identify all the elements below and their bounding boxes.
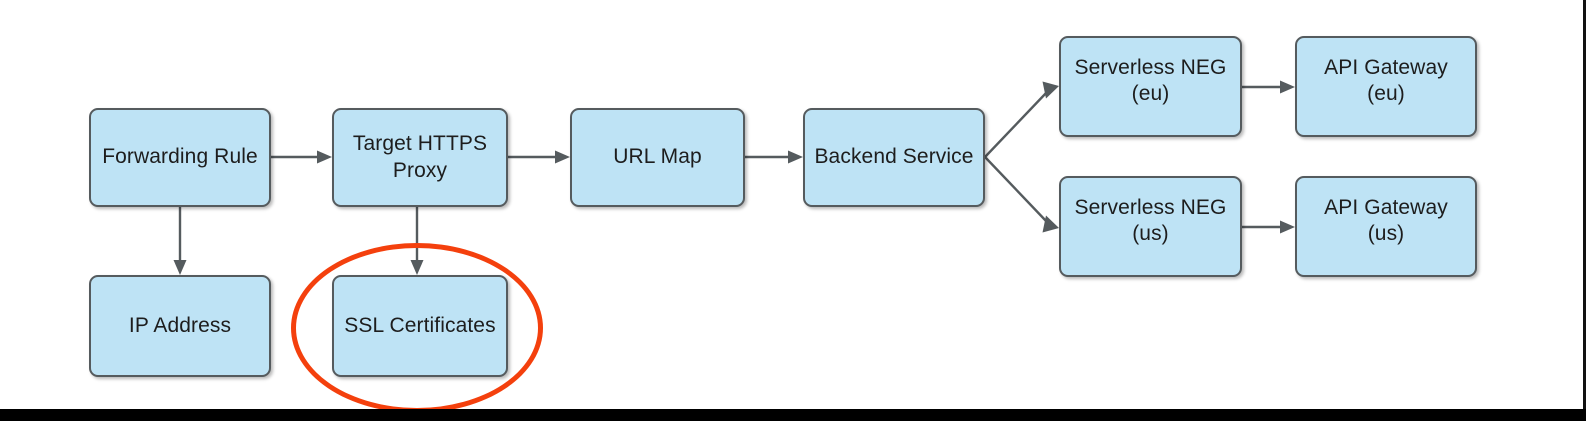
node-api-gateway-eu[interactable]: API Gateway (eu) [1295,36,1477,137]
node-api-gateway-us-label: API Gateway (us) [1324,196,1448,246]
connector-forwarding-rule-to-target-https-proxy [271,150,332,164]
node-serverless-neg-us[interactable]: Serverless NEG (us) [1059,176,1242,277]
connector-serverless-neg-us-to-api-gateway-us [1242,220,1295,234]
node-target-https-proxy-label: Target HTTPS Proxy [352,132,488,182]
connector-forwarding-rule-to-ip-address [173,207,187,275]
node-forwarding-rule-label: Forwarding Rule [102,145,258,169]
node-backend-service[interactable]: Backend Service [803,108,985,207]
node-target-https-proxy[interactable]: Target HTTPS Proxy [332,108,508,207]
node-serverless-neg-eu-label: Serverless NEG (eu) [1074,56,1227,106]
node-serverless-neg-us-label: Serverless NEG (us) [1074,196,1227,246]
node-api-gateway-us[interactable]: API Gateway (us) [1295,176,1477,277]
canvas-right-edge [1583,0,1586,421]
connector-target-https-proxy-to-ssl-certificates [410,207,424,275]
canvas-bottom-edge [0,409,1586,421]
node-forwarding-rule[interactable]: Forwarding Rule [89,108,271,207]
node-ssl-certificates[interactable]: SSL Certificates [332,275,508,377]
node-ssl-certificates-label: SSL Certificates [344,313,496,337]
node-api-gateway-eu-label: API Gateway (eu) [1324,56,1448,106]
node-backend-service-label: Backend Service [814,145,974,169]
node-ip-address-label: IP Address [128,313,232,337]
connector-target-https-proxy-to-url-map [508,150,570,164]
node-ip-address[interactable]: IP Address [89,275,271,377]
connector-backend-service-to-serverless-neg-eu [984,81,1059,158]
node-serverless-neg-eu[interactable]: Serverless NEG (eu) [1059,36,1242,137]
connector-backend-service-to-serverless-neg-us [984,156,1059,233]
connector-url-map-to-backend-service [745,150,803,164]
connector-serverless-neg-eu-to-api-gateway-eu [1242,80,1295,94]
node-url-map[interactable]: URL Map [570,108,745,207]
node-url-map-label: URL Map [613,145,702,169]
